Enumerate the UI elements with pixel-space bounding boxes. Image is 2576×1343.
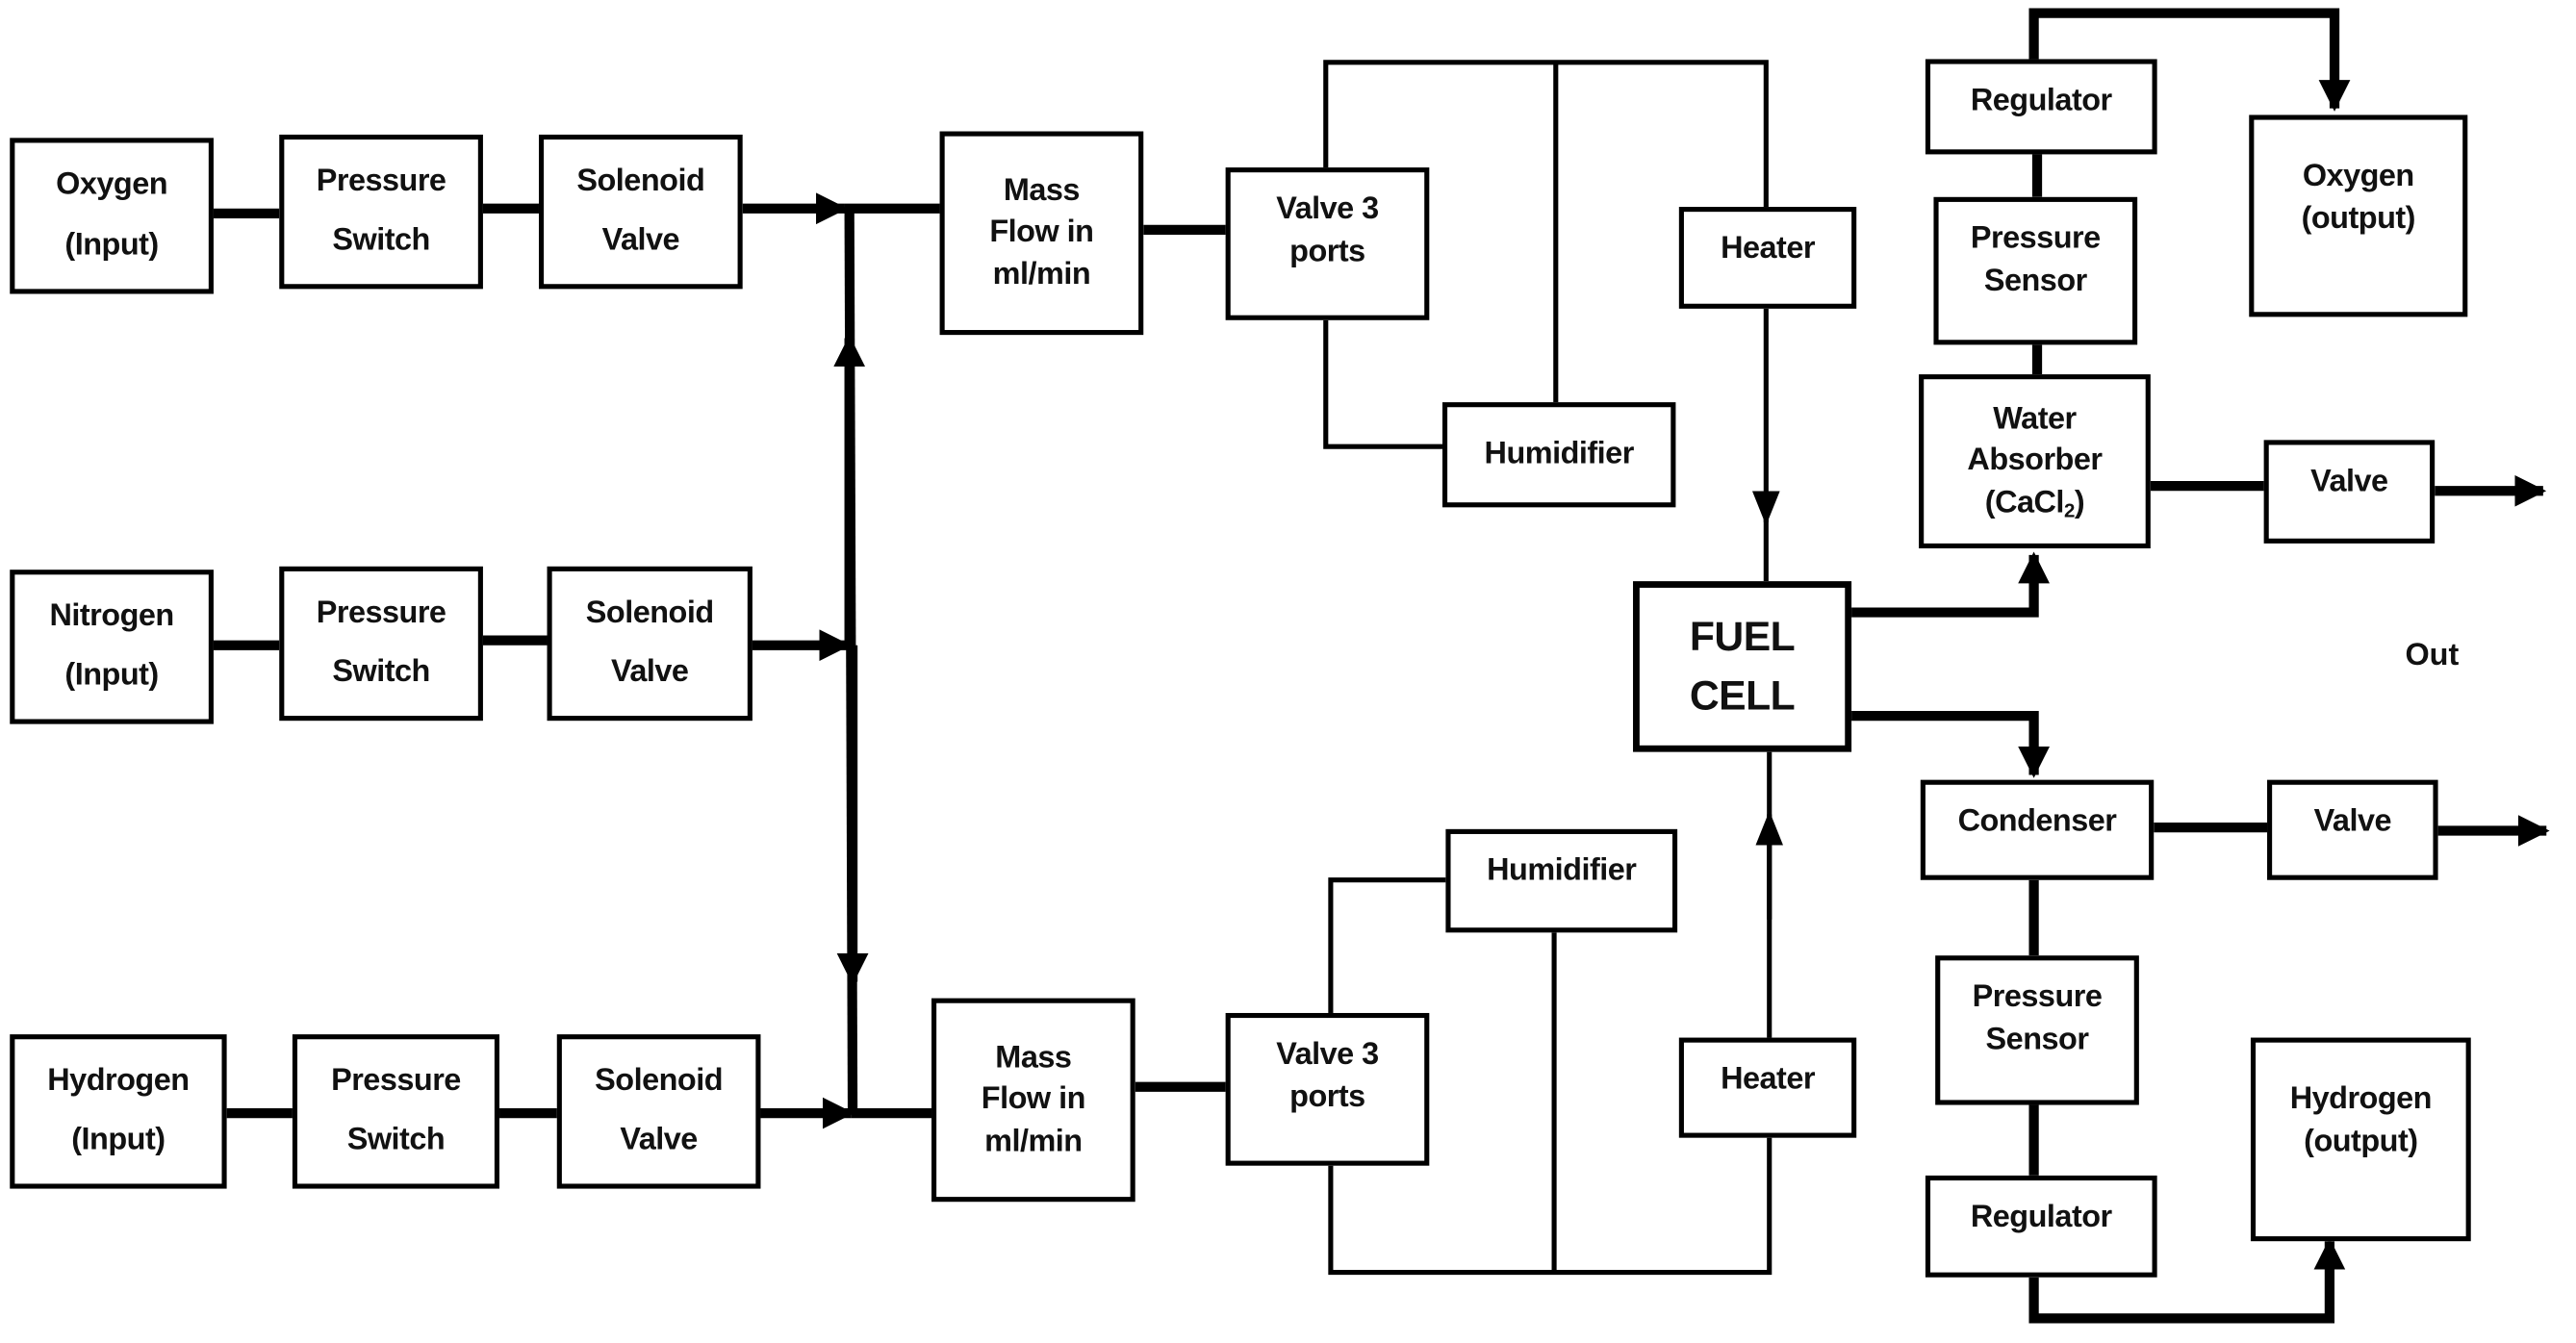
hydrogen-input-box: Hydrogen (Input) [10,1034,227,1189]
cacl2-label: (CaCl2) [1984,485,2085,522]
bottom-heater-box: Heater [1678,1037,1857,1138]
arrow-o2-regulator-output [2028,8,2351,112]
top-heater-box: Heater [1678,207,1857,309]
nitrogen-input-box: Nitrogen (Input) [10,570,214,724]
oxygen-pressure-sensor-box: Pressure Sensor [1933,196,2138,345]
arrow-fuelcell-water-absorber [1849,551,2050,618]
fuel-cell-box: FUEL CELL [1633,581,1852,752]
top-valve-3-ports-box: Valve 3 ports [1225,167,1430,320]
oxygen-pressure-switch-box: Pressure Switch [279,134,483,290]
line-top-bypass [1323,60,1769,208]
top-humidifier-box: Humidifier [1441,402,1676,508]
arrow-fuelcell-condenser [1849,710,2050,778]
hydrogen-exhaust-valve-box: Valve [2267,779,2438,880]
nitrogen-pressure-switch-box: Pressure Switch [279,566,483,722]
bottom-valve-3-ports-box: Valve 3 ports [1225,1012,1430,1166]
line-top-valve3-humidifier [1323,319,1442,449]
line-bottom-valve3-humidifier [1328,877,1446,1013]
arrow-h2-regulator-output [2028,1237,2346,1324]
oxygen-input-box: Oxygen (Input) [10,138,214,294]
oxygen-exhaust-valve-box: Valve [2263,440,2436,544]
oxygen-regulator-box: Regulator [1925,59,2157,155]
water-absorber-box: Water Absorber (CaCl2) [1919,374,2151,549]
hydrogen-output-box: Hydrogen (output) [2250,1037,2471,1242]
hydrogen-solenoid-valve-box: Solenoid Valve [556,1034,761,1189]
top-mass-flow-box: Mass Flow in ml/min [939,131,1144,336]
hydrogen-pressure-sensor-box: Pressure Sensor [1935,955,2139,1105]
nitrogen-solenoid-valve-box: Solenoid Valve [547,566,752,722]
hydrogen-regulator-box: Regulator [1925,1175,2157,1278]
condenser-box: Condenser [1920,779,2155,880]
bottom-mass-flow-box: Mass Flow in ml/min [931,998,1135,1203]
hydrogen-pressure-switch-box: Pressure Switch [292,1034,500,1189]
out-label: Out [2405,638,2460,673]
oxygen-solenoid-valve-box: Solenoid Valve [538,134,743,290]
bottom-humidifier-box: Humidifier [1445,828,1678,933]
oxygen-output-box: Oxygen (output) [2249,114,2468,317]
line-bottom-bypass [1328,1137,1773,1276]
